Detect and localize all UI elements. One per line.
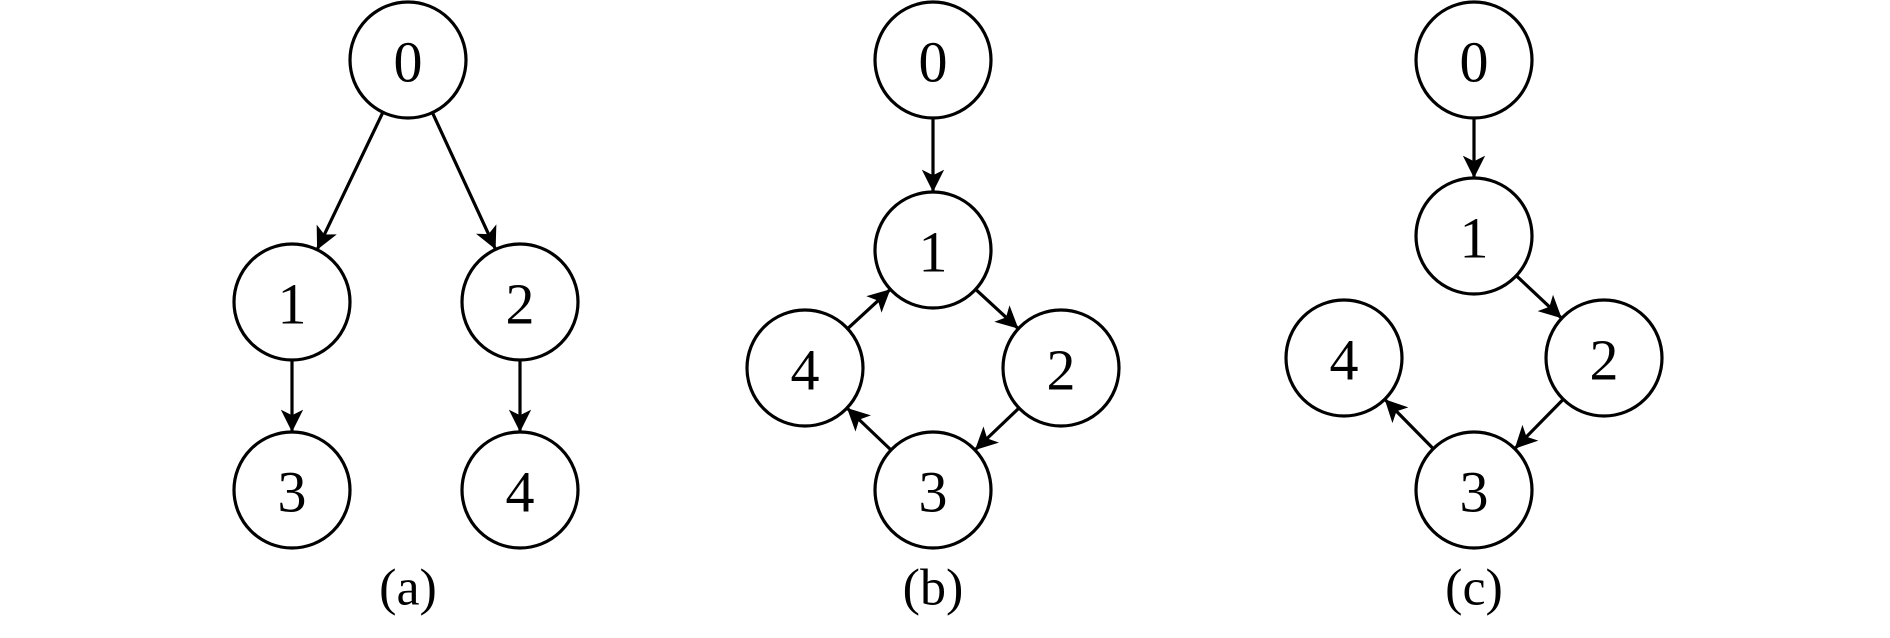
panel-a-node-3-label: 3: [278, 460, 307, 525]
panel-b-node-0-label: 0: [919, 30, 948, 95]
panel-c-node-0-circle: [1414, 0, 1534, 120]
panel-c-node-3-label: 3: [1460, 460, 1489, 525]
panel-a-node-3-circle: [232, 430, 352, 550]
panel-c-edges: [1383, 118, 1565, 450]
panel-c: 0 1 2 3 4 (c): [1284, 0, 1664, 617]
panel-a-edge-0-to-1: [315, 111, 385, 251]
panel-a-caption: (a): [379, 560, 437, 617]
panel-b-node-3: 3: [873, 430, 993, 550]
panel-a-node-1: 1: [232, 242, 352, 362]
panel-c-node-4-circle: [1284, 298, 1404, 418]
panel-a-node-2-label: 2: [506, 272, 535, 337]
panel-b-node-1-label: 1: [919, 220, 948, 285]
panel-a-node-4: 4: [460, 430, 580, 550]
panel-b-edge-2-to-3: [973, 406, 1021, 452]
panel-a-node-3: 3: [232, 430, 352, 550]
panel-c-node-2: 2: [1544, 298, 1664, 418]
panel-a-node-4-circle: [460, 430, 580, 550]
panel-b-node-2-circle: [1001, 308, 1121, 428]
panel-c-node-2-label: 2: [1590, 328, 1619, 393]
panel-b-edges: [845, 118, 1021, 452]
panel-a-node-2-circle: [460, 242, 580, 362]
panel-c-node-1-label: 1: [1460, 206, 1489, 271]
panel-b-edge-4-to-1: [846, 288, 892, 330]
panel-a-node-0-label: 0: [394, 30, 423, 95]
panel-c-edge-3-to-4: [1383, 398, 1435, 450]
panel-c-node-3-circle: [1414, 430, 1534, 550]
panel-c-caption: (c): [1445, 560, 1503, 617]
panel-b-edge-3-to-4: [845, 406, 893, 452]
panel-b-node-0-circle: [873, 0, 993, 120]
panel-b-caption: (b): [903, 560, 964, 617]
panel-b-node-1-circle: [873, 190, 993, 310]
panel-a-node-1-circle: [232, 242, 352, 362]
panel-b-node-2-label: 2: [1047, 338, 1076, 403]
panel-b: 0 1 2 3 4 (b): [745, 0, 1121, 617]
panel-b-node-4-circle: [745, 308, 865, 428]
panel-c-node-2-circle: [1544, 298, 1664, 418]
panel-c-edge-2-to-3: [1513, 398, 1565, 450]
panel-b-node-4: 4: [745, 308, 865, 428]
panel-c-nodes: 0 1 2 3 4: [1284, 0, 1664, 550]
panel-c-node-3: 3: [1414, 430, 1534, 550]
panel-c-edge-1-to-2: [1515, 274, 1563, 320]
panel-c-node-0-label: 0: [1460, 30, 1489, 95]
panel-a-node-1-label: 1: [278, 272, 307, 337]
panel-c-node-1-circle: [1414, 176, 1534, 296]
panel-b-edge-1-to-2: [974, 288, 1020, 330]
panel-a-node-0-circle: [348, 0, 468, 120]
panel-b-node-3-label: 3: [919, 460, 948, 525]
panel-b-nodes: 0 1 2 3 4: [745, 0, 1121, 550]
panel-a-node-2: 2: [460, 242, 580, 362]
panel-a-nodes: 0 1 2 3 4: [232, 0, 580, 550]
panel-c-node-4: 4: [1284, 298, 1404, 418]
panel-a-edges: [280, 111, 532, 432]
panel-b-node-3-circle: [873, 430, 993, 550]
panel-a-edge-0-to-2: [430, 111, 498, 251]
panel-a-node-4-label: 4: [506, 460, 535, 525]
panel-b-node-0: 0: [873, 0, 993, 120]
panel-b-node-2: 2: [1001, 308, 1121, 428]
panel-c-node-4-label: 4: [1330, 328, 1359, 393]
panel-b-node-1: 1: [873, 190, 993, 310]
panel-c-node-1: 1: [1414, 176, 1534, 296]
panel-a: 0 1 2 3 4 (a): [232, 0, 580, 617]
panel-b-node-4-label: 4: [791, 338, 820, 403]
panel-a-node-0: 0: [348, 0, 468, 120]
panel-c-node-0: 0: [1414, 0, 1534, 120]
